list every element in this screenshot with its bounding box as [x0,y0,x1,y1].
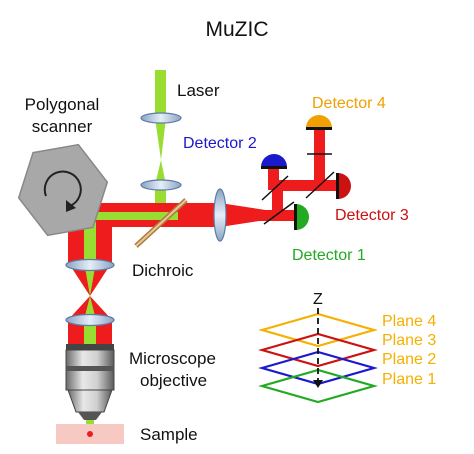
detector-2-label: Detector 2 [183,135,257,152]
plane-4-shape [257,312,379,348]
emission-beam [88,130,340,227]
imaging-planes [257,308,379,404]
dichroic-mirror [134,198,188,248]
detector-2-icon [261,154,287,169]
lens-scan-2 [65,313,115,327]
laser-label: Laser [177,81,220,100]
sample [56,424,124,444]
lens-emission [213,188,227,242]
detector-3-label: Detector 3 [335,207,409,224]
diagram-title: MuZIC [206,18,269,41]
sample-label: Sample [140,425,198,444]
z-axis-arrow-icon [313,380,323,388]
detector-3-icon [336,173,351,199]
plane-2-shape [257,350,379,386]
z-axis-label: Z [313,291,323,308]
plane-1-label: Plane 1 [382,371,436,388]
laser-beam [155,70,166,215]
lens-laser-bottom [140,179,182,191]
microscope-objective [65,344,115,430]
rotation-arrow-icon [43,170,82,207]
beam-splitters [261,153,335,225]
microscope-objective-label-line2: objective [140,371,207,390]
polygonal-scanner-label-line2: scanner [32,117,93,136]
detector-4-icon [306,115,332,130]
excitation-beam-down [68,222,112,345]
polygonal-scanner [17,143,109,237]
detector-1-icon [294,204,309,230]
plane-3-shape [257,332,379,368]
polygonal-scanner-label-line1: Polygonal [25,95,100,114]
microscope-objective-label-line1: Microscope [129,349,216,368]
lens-laser-top [140,112,182,124]
detector-1-label: Detector 1 [292,247,366,264]
plane-4-label: Plane 4 [382,313,436,330]
plane-3-label: Plane 3 [382,332,436,349]
plane-1-shape [257,368,379,404]
dichroic-label: Dichroic [132,261,194,280]
lens-scan-1 [65,258,115,272]
detector-4-label: Detector 4 [312,95,386,112]
plane-2-label: Plane 2 [382,351,436,368]
